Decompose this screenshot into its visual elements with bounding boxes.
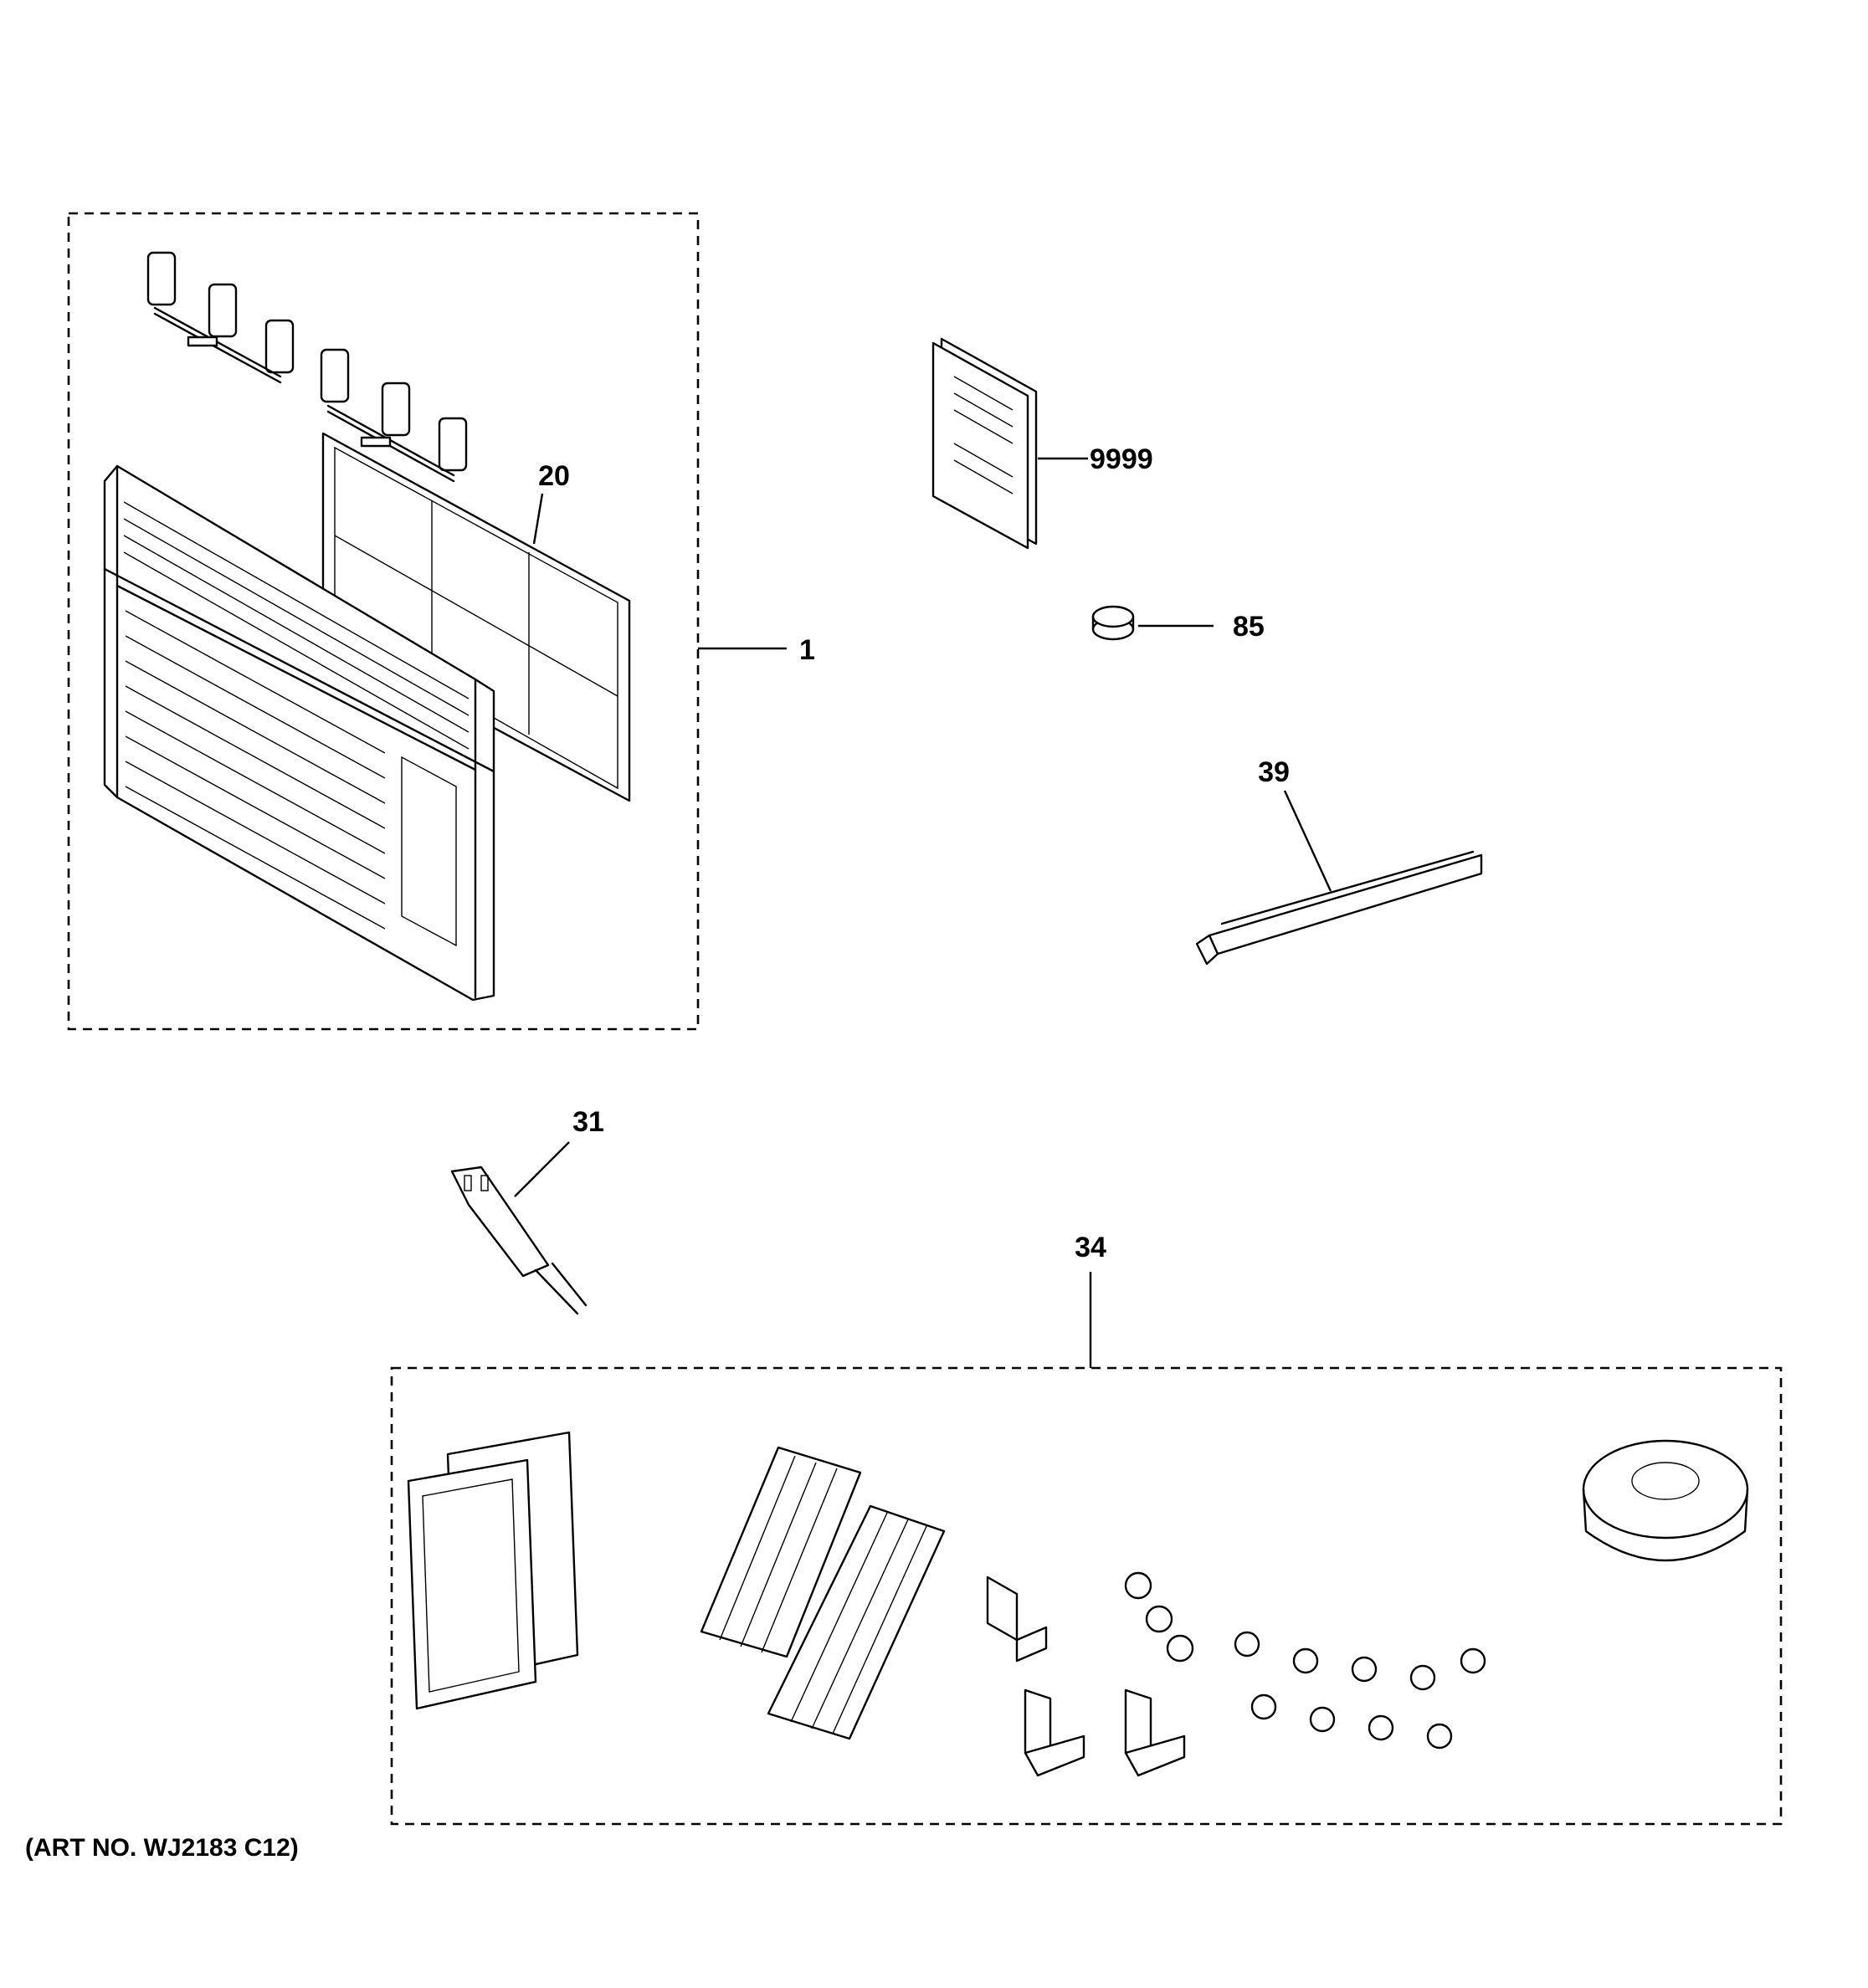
leader-31 bbox=[514, 1141, 570, 1197]
screws[interactable] bbox=[1124, 1571, 1486, 1750]
front-panel-group-box bbox=[67, 212, 700, 1031]
knob[interactable] bbox=[1091, 605, 1135, 641]
brackets[interactable] bbox=[986, 1576, 1186, 1777]
leader-20 bbox=[532, 493, 544, 545]
owners-manual[interactable] bbox=[931, 337, 1038, 550]
side-frames[interactable] bbox=[407, 1431, 579, 1710]
air-filter[interactable] bbox=[321, 432, 631, 802]
callout-34: 34 bbox=[1075, 1232, 1106, 1263]
accordion-panels[interactable] bbox=[700, 1446, 946, 1740]
foam-seal-roll[interactable] bbox=[1582, 1439, 1749, 1562]
art-number: (ART NO. WJ2183 C12) bbox=[25, 1834, 299, 1862]
callout-31: 31 bbox=[572, 1106, 604, 1138]
installation-kit-group-box bbox=[390, 1366, 1783, 1826]
callout-85: 85 bbox=[1233, 611, 1265, 643]
drain-channel[interactable] bbox=[1195, 850, 1483, 966]
callout-39: 39 bbox=[1258, 756, 1290, 788]
callout-20: 20 bbox=[538, 460, 570, 492]
callout-9999: 9999 bbox=[1090, 443, 1153, 475]
front-panel[interactable] bbox=[103, 464, 495, 1002]
leader-39 bbox=[1283, 790, 1332, 892]
callout-1: 1 bbox=[799, 634, 815, 666]
louver-assembly-right[interactable] bbox=[320, 348, 468, 483]
power-cord[interactable] bbox=[450, 1166, 588, 1315]
louver-assembly-left[interactable] bbox=[146, 251, 295, 384]
